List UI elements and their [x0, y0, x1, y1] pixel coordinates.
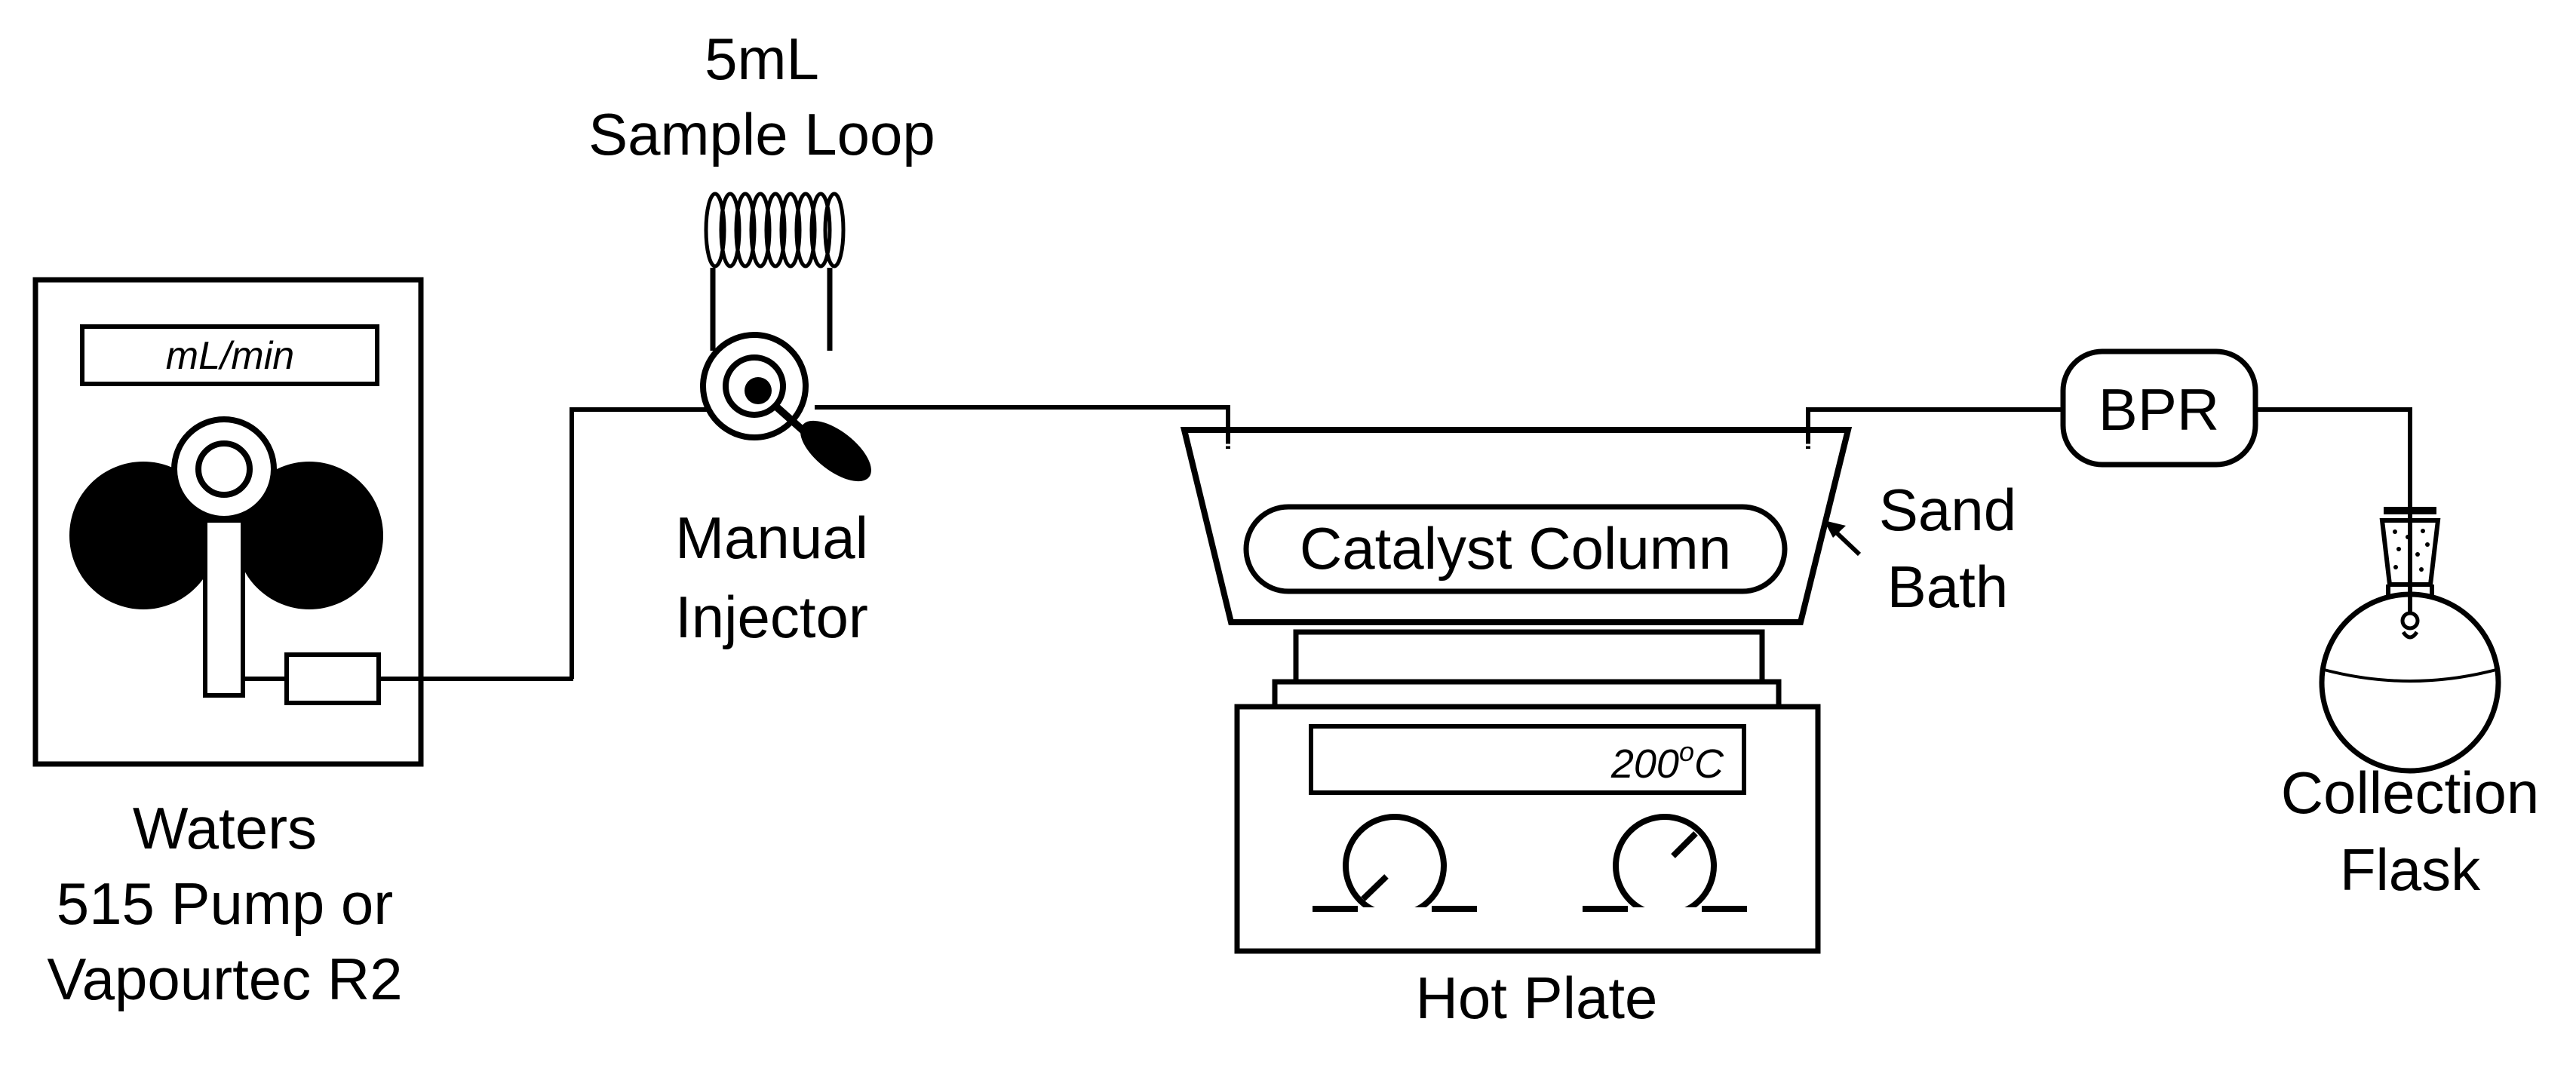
- sample-loop-coil-icon: [704, 192, 846, 268]
- bpr-box: [2060, 348, 2258, 468]
- tubing: [570, 405, 2412, 679]
- bpr: [2060, 348, 2258, 468]
- hot-plate-knob-right-icon: [1583, 814, 1747, 918]
- sand-bath-vessel: [1180, 427, 1853, 625]
- hot-plate-display: [1309, 724, 1746, 795]
- pump-display-unit: mL/min: [166, 334, 294, 378]
- pump-knob-inner-icon: [195, 440, 253, 498]
- pump-head-right-icon: [235, 462, 383, 609]
- injector-port-dot-icon: [745, 377, 772, 404]
- sample-loop-label-line1: 5mL: [705, 26, 819, 92]
- temp-unit: C: [1694, 741, 1724, 787]
- sample-loop-label-line2: Sample Loop: [588, 101, 935, 167]
- pump: [32, 277, 573, 767]
- temp-value: 200: [1610, 741, 1679, 787]
- catalyst-column-label: Catalyst Column: [1300, 515, 1731, 581]
- hot-plate-top: [1293, 629, 1765, 685]
- flask-label-line1: Collection: [2281, 759, 2540, 826]
- hot-plate-base: [1234, 704, 1821, 954]
- pump-outlet-fitting: [284, 652, 381, 705]
- pump-label-line3: Vapourtec R2: [47, 946, 402, 1012]
- pump-label-line2: 515 Pump or: [57, 870, 394, 937]
- collection-flask: [2319, 504, 2501, 774]
- hot-plate-rim: [1272, 679, 1782, 710]
- pump-label-line1: Waters: [133, 795, 317, 861]
- catalyst-column: [1243, 504, 1788, 594]
- injector-label-line1: Manual: [675, 505, 868, 571]
- tubing-injector-to-sandbath: [815, 405, 1230, 449]
- sand-bath: [1180, 427, 1862, 625]
- pump-display: [80, 324, 379, 386]
- bpr-label: BPR: [2099, 376, 2219, 443]
- hot-plate-label: Hot Plate: [1416, 965, 1658, 1031]
- hot-plate-temperature: 200oC: [1610, 736, 1724, 787]
- flask-liquid: [2323, 668, 2497, 683]
- injector-label-line2: Injector: [675, 584, 868, 650]
- injector-handle-icon: [774, 404, 871, 482]
- flask-label-line2: Flask: [2340, 836, 2481, 903]
- hot-plate-knob-left-icon: [1313, 814, 1477, 918]
- hot-plate: [1234, 629, 1821, 954]
- tubing-pump-to-injector: [570, 407, 726, 679]
- sand-bath-label-line2: Bath: [1887, 554, 2008, 620]
- pump-casing: [32, 277, 424, 767]
- pump-shaft: [203, 518, 245, 698]
- sand-bath-label-line1: Sand: [1879, 477, 2016, 543]
- temp-degree: o: [1679, 736, 1694, 767]
- manual-injector: [700, 192, 871, 482]
- tubing-bpr-to-flask: [2255, 407, 2412, 504]
- tubing-column-to-bpr: [1806, 407, 2063, 449]
